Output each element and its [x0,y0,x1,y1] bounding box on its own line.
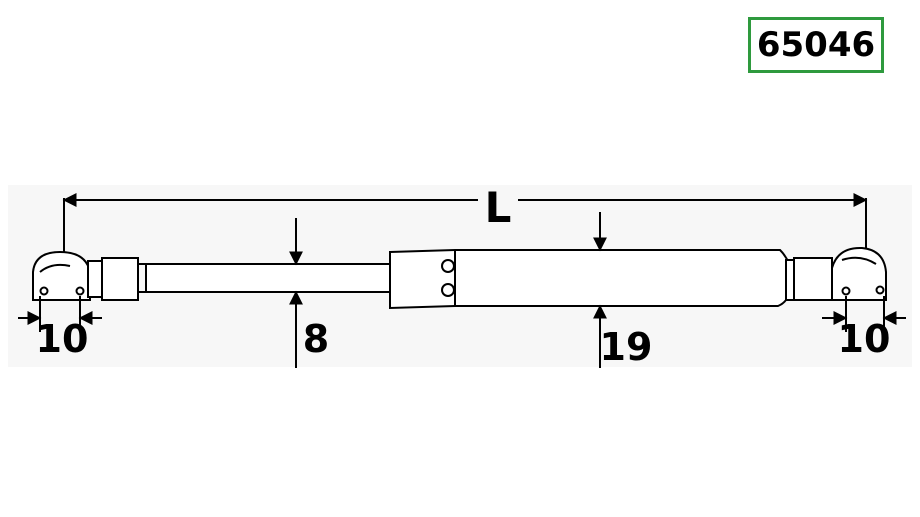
left-end-label: 10 [36,317,89,361]
right-ball-socket [831,246,887,301]
left-collar [87,257,148,301]
tube-diameter-label: 19 [600,325,653,369]
rod-diameter-label: 8 [303,317,329,361]
right-collar [785,257,833,301]
left-end-dimension [18,296,102,332]
rod-diameter-dimension [268,218,325,368]
left-ball-socket [32,250,91,301]
part-code: 65046 [756,25,876,65]
right-end-label: 10 [838,317,891,361]
part-code-badge: 65046 [748,17,884,73]
right-end-dimension [822,296,906,332]
piston-rod [145,263,393,293]
cylinder-tube [389,249,791,310]
overall-length-label: L [485,183,512,232]
